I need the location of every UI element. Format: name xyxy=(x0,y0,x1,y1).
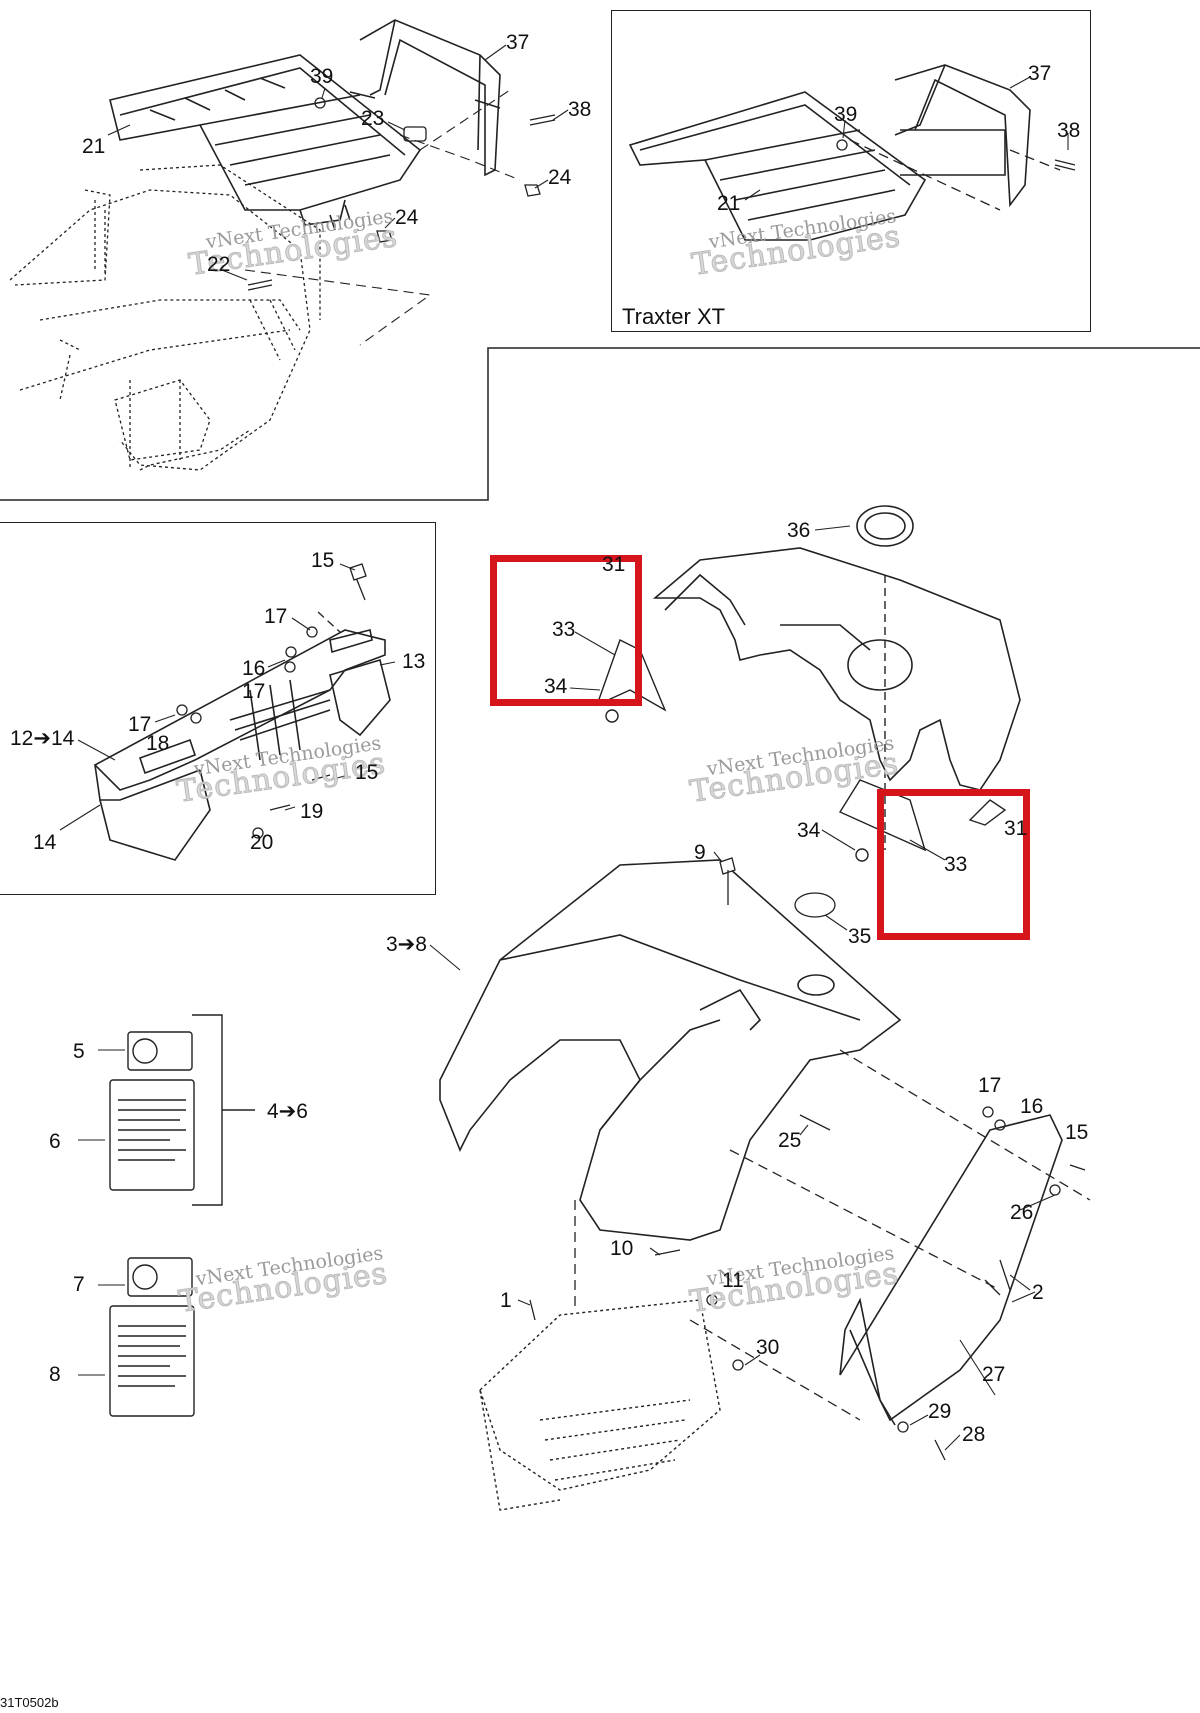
callout-13: 13 xyxy=(402,650,426,673)
callout-39: 39 xyxy=(834,103,858,126)
callout-31: 31 xyxy=(1004,817,1028,840)
callout-11: 11 xyxy=(722,1269,744,1292)
callout-33: 33 xyxy=(944,853,968,876)
callout-27: 27 xyxy=(982,1363,1006,1386)
callout-16: 16 xyxy=(242,657,266,680)
callout-17: 17 xyxy=(128,713,152,736)
rear-fender xyxy=(439,859,902,1241)
bumper-hardware xyxy=(176,563,367,839)
callout-35: 35 xyxy=(848,925,872,948)
callout-5: 5 xyxy=(73,1040,85,1063)
callout-29: 29 xyxy=(928,1400,952,1423)
bumper-inset-box xyxy=(0,522,436,895)
cargo-cap xyxy=(856,505,914,547)
callout-3-8: 3➔8 xyxy=(386,933,427,956)
callout-23: 23 xyxy=(361,107,385,130)
callout-17: 17 xyxy=(978,1074,1002,1097)
callout-38: 38 xyxy=(568,98,592,121)
callout-36: 36 xyxy=(787,519,811,542)
small-hardware-top-left xyxy=(247,97,556,291)
callout-4-6: 4➔6 xyxy=(267,1100,308,1123)
callout-30: 30 xyxy=(756,1336,780,1359)
rear-rack-assembly xyxy=(109,54,422,231)
rack-side-rail xyxy=(349,19,501,177)
inset-title: Traxter XT xyxy=(622,304,726,329)
callout-24: 24 xyxy=(548,166,572,189)
callout-37: 37 xyxy=(506,31,530,54)
callout-17: 17 xyxy=(264,605,288,628)
callout-9: 9 xyxy=(694,841,706,864)
callout-24: 24 xyxy=(395,206,419,229)
highlight-box-left xyxy=(490,555,642,706)
callout-25: 25 xyxy=(778,1129,802,1152)
callout-10: 10 xyxy=(610,1237,634,1260)
callout-7: 7 xyxy=(73,1273,85,1296)
highlight-box-right xyxy=(877,789,1030,940)
lower-hardware xyxy=(529,857,1091,1461)
callout-38: 38 xyxy=(1057,119,1081,142)
callout-33: 33 xyxy=(552,618,576,641)
callout-34: 34 xyxy=(797,819,821,842)
callout-26: 26 xyxy=(1010,1201,1034,1224)
cargo-box xyxy=(652,547,1021,791)
callout-22: 22 xyxy=(207,253,231,276)
traxter-xt-hardware xyxy=(836,139,1076,211)
cargo-latches xyxy=(595,575,1007,862)
callout-39: 39 xyxy=(310,65,334,88)
callout-1: 1 xyxy=(500,1289,512,1312)
callout-8: 8 xyxy=(49,1363,61,1386)
callout-21: 21 xyxy=(82,135,106,158)
callout-12-14: 12➔14 xyxy=(10,727,75,750)
fender-flare xyxy=(839,1114,1063,1426)
traxter-xt-inset-box xyxy=(611,10,1091,332)
callout-14: 14 xyxy=(33,831,57,854)
leader-lines xyxy=(59,44,1069,1451)
callout-15: 15 xyxy=(311,549,335,572)
section-divider xyxy=(0,347,1200,501)
callout-15: 15 xyxy=(1065,1121,1089,1144)
footrest xyxy=(479,1299,721,1511)
decal-sheets xyxy=(109,1014,255,1417)
callout-17: 17 xyxy=(242,680,266,703)
callout-31: 31 xyxy=(602,553,626,576)
callout-21: 21 xyxy=(717,192,741,215)
callout-19: 19 xyxy=(300,800,324,823)
callout-16: 16 xyxy=(1020,1095,1044,1118)
callout-37: 37 xyxy=(1028,62,1052,85)
rear-frame xyxy=(9,164,321,471)
callout-28: 28 xyxy=(962,1423,986,1446)
callout-6: 6 xyxy=(49,1130,61,1153)
callout-2: 2 xyxy=(1032,1281,1044,1304)
mount-dash-lines xyxy=(244,89,521,346)
callout-20: 20 xyxy=(250,831,274,854)
callout-18: 18 xyxy=(146,732,170,755)
figure-code: 31T0502b xyxy=(0,1695,59,1710)
rear-bumper xyxy=(93,629,391,861)
callout-34: 34 xyxy=(544,675,568,698)
callout-15: 15 xyxy=(355,761,379,784)
